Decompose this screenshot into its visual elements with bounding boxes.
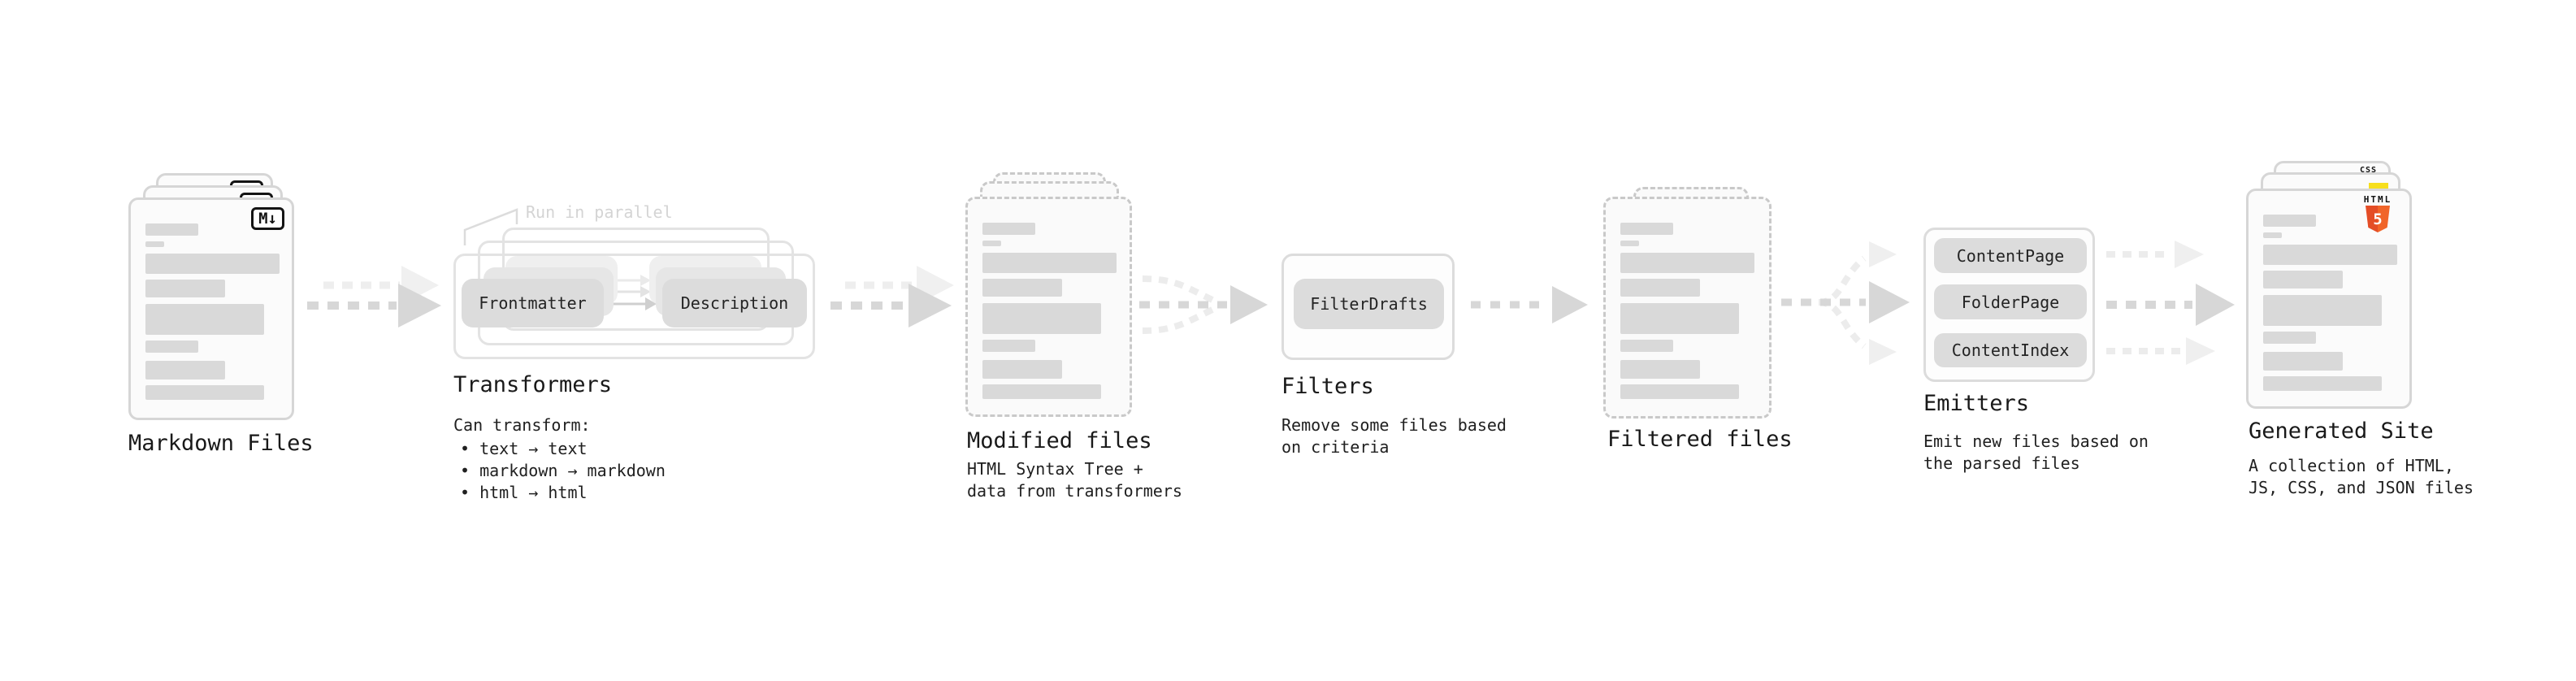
skeleton-bar: [982, 241, 1001, 246]
generated-site-description: A collection of HTML, JS, CSS, and JSON …: [2249, 456, 2474, 497]
stage-label-filters: Filters: [1281, 374, 1374, 399]
skeleton-bar: [145, 361, 225, 380]
arrow-markdown-to-transformers: [307, 266, 441, 327]
skeleton-bar: [2263, 332, 2316, 344]
emitter-chip-folderpage: FolderPage: [1934, 284, 2087, 319]
skeleton-bar: [145, 304, 264, 335]
transformers-bullet: • markdown → markdown: [460, 461, 666, 480]
skeleton-bar: [145, 254, 280, 274]
skeleton-bar: [2263, 232, 2282, 238]
skeleton-bar: [982, 253, 1117, 273]
skeleton-bar: [2263, 245, 2397, 265]
skeleton-bar: [982, 279, 1062, 297]
skeleton-bar: [1620, 241, 1639, 246]
skeleton-bar: [2263, 215, 2316, 227]
skeleton-bar: [145, 385, 264, 400]
filter-chip-filterdrafts: FilterDrafts: [1294, 279, 1444, 329]
modified-file-card: [965, 197, 1132, 417]
emitters-description: Emit new files based on the parsed files: [1923, 432, 2149, 473]
stage-label-filtered-files: Filtered files: [1607, 427, 1793, 452]
html5-icon: HTML 5: [2353, 195, 2403, 232]
skeleton-bar: [2263, 271, 2343, 288]
skeleton-bar: [1620, 360, 1700, 379]
skeleton-bar: [982, 340, 1035, 352]
skeleton-bar: [1620, 340, 1673, 352]
filters-description: Remove some files based on criteria: [1281, 415, 1507, 457]
transformer-chip-frontmatter: Frontmatter: [462, 279, 604, 327]
skeleton-bar: [982, 384, 1101, 399]
skeleton-bar: [1620, 223, 1673, 235]
skeleton-bar: [2263, 295, 2382, 326]
skeleton-bar: [982, 303, 1101, 334]
stage-label-markdown-files: Markdown Files: [128, 431, 314, 456]
skeleton-bar: [1620, 253, 1754, 273]
skeleton-bar: [2263, 376, 2382, 391]
stage-label-generated-site: Generated Site: [2249, 419, 2434, 444]
arrow-filters-to-filtered: [1471, 286, 1588, 323]
transformers-description-title: Can transform:: [453, 415, 591, 435]
stage-label-modified-files: Modified files: [967, 428, 1152, 453]
skeleton-bar: [145, 280, 225, 297]
arrow-modified-to-filters: [1139, 275, 1268, 334]
generated-site-card-html: HTML 5: [2246, 189, 2412, 409]
html5-shield: 5: [2366, 206, 2390, 232]
emitter-chip-contentpage: ContentPage: [1934, 238, 2087, 273]
transformers-bullet: • html → html: [460, 483, 588, 502]
transformer-chip-description: Description: [662, 279, 807, 327]
filtered-file-card: [1603, 197, 1772, 419]
stage-label-transformers: Transformers: [453, 372, 613, 397]
skeleton-bar: [2263, 352, 2343, 371]
arrow-filtered-to-emitters: [1781, 241, 1910, 365]
skeleton-bar: [145, 223, 198, 236]
transformer-container-front: [453, 254, 815, 359]
js-badge: [2369, 183, 2388, 192]
skeleton-bar: [1620, 279, 1700, 297]
markdown-file-card: M↓: [128, 197, 294, 420]
markdown-badge: M↓: [251, 207, 284, 230]
transformers-bullet: • text → text: [460, 439, 588, 458]
arrow-emitters-to-generated: [2106, 241, 2235, 365]
html5-word: HTML: [2363, 194, 2392, 205]
modified-files-description: HTML Syntax Tree + data from transformer…: [967, 459, 1182, 501]
run-in-parallel-note: Run in parallel: [526, 202, 673, 222]
skeleton-bar: [982, 223, 1035, 235]
skeleton-bar: [982, 360, 1062, 379]
emitter-chip-contentindex: ContentIndex: [1934, 333, 2087, 367]
stage-label-emitters: Emitters: [1923, 391, 2030, 416]
skeleton-bar: [1620, 303, 1739, 334]
arrow-transformers-to-modified: [830, 266, 954, 327]
skeleton-bar: [1620, 384, 1739, 399]
skeleton-bar: [145, 340, 198, 353]
skeleton-bar: [145, 241, 164, 247]
